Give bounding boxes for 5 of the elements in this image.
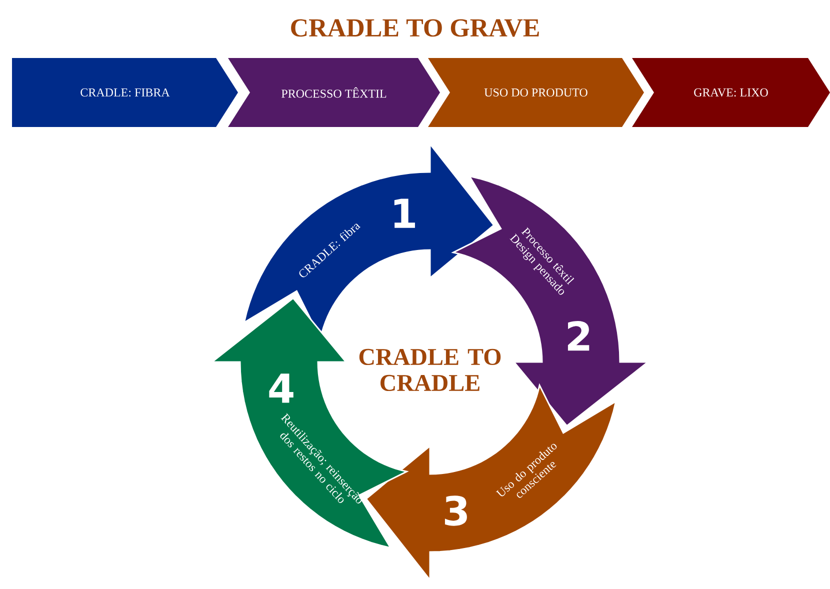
stage-band: PROCESSO TÊXTIL [228,58,440,127]
title: CRADLE TO GRAVE [291,19,539,37]
stage-band: USO DO PRODUTO [428,58,644,127]
stage-band: GRAVE: LIXO [632,58,830,127]
stage-band: CRADLE: FIBRA [12,58,238,127]
